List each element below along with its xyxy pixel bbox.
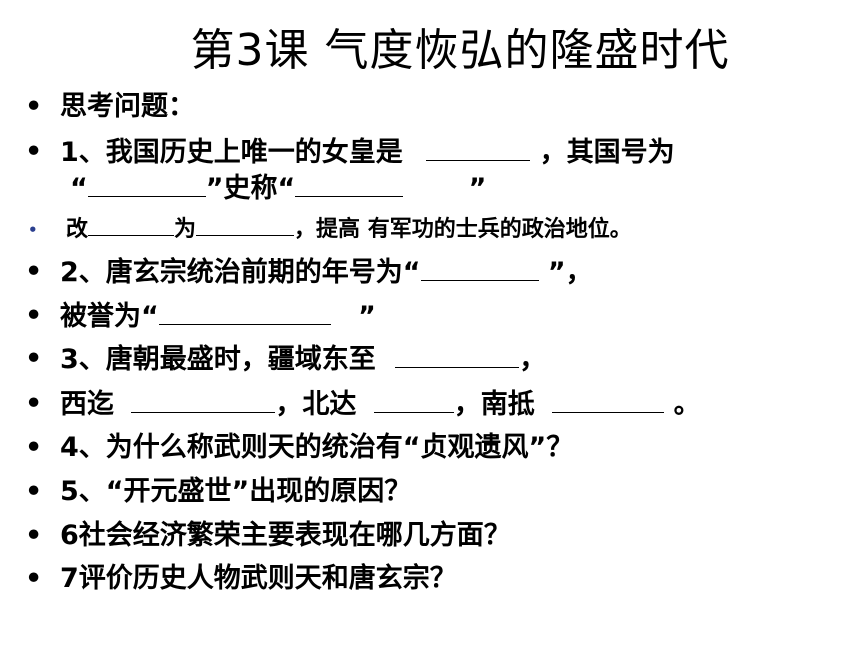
- list-item-text: 改为，提高 有军功的士兵的政治地位。: [66, 215, 632, 242]
- list-item-text: 6社会经济繁荣主要表现在哪几方面？: [60, 520, 511, 551]
- list-item: “”史称“ ”: [0, 168, 860, 208]
- list-item-text: 被誉为“ ”: [60, 296, 376, 337]
- slide-title: 第3课 气度恢弘的隆盛时代: [190, 25, 730, 76]
- bullet-icon: •: [25, 136, 43, 167]
- bullet-icon: •: [25, 388, 43, 419]
- list-item-text: 3、唐朝最盛时，疆域东至 ，: [60, 339, 546, 380]
- bullet-icon: •: [25, 520, 43, 551]
- list-item: • 7评价历史人物武则天和唐玄宗？: [0, 559, 860, 599]
- blank-line: [373, 384, 454, 413]
- bullet-icon: •: [25, 563, 43, 594]
- list-item-text: 西迄 ，北达 ，南抵 。: [60, 384, 701, 425]
- blank-line: [87, 168, 206, 197]
- blank-line: [158, 296, 331, 325]
- list-item: • 4、为什么称武则天的统治有“贞观遗风”？: [0, 428, 860, 468]
- bullet-icon: •: [25, 300, 43, 331]
- blank-line: [395, 339, 520, 368]
- list-item-text: “”史称“ ”: [70, 168, 486, 209]
- list-item-text: 2、唐玄宗统治前期的年号为“ ”，: [60, 252, 593, 293]
- bullet-icon: •: [25, 476, 43, 507]
- list-item-text: 5、“开元盛世”出现的原因？: [60, 476, 412, 507]
- list-item: • 西迄 ，北达 ，南抵 。: [0, 384, 860, 424]
- list-item: • 思考问题：: [0, 87, 860, 127]
- blank-line: [552, 384, 665, 413]
- list-item: • 被誉为“ ”: [0, 296, 860, 336]
- bullet-icon: •: [25, 432, 43, 463]
- list-item-text: 7评价历史人物武则天和唐玄宗？: [60, 563, 457, 594]
- list-item-text: 1、我国历史上唯一的女皇是 ，其国号为: [60, 132, 675, 173]
- list-item-text: 4、为什么称武则天的统治有“贞观遗风”？: [60, 432, 574, 463]
- list-item: • 6社会经济繁荣主要表现在哪几方面？: [0, 516, 860, 556]
- list-item: • 5、“开元盛世”出现的原因？: [0, 472, 860, 512]
- list-item-text: 思考问题：: [60, 91, 195, 122]
- bullet-icon: •: [25, 91, 43, 122]
- bullet-icon: •: [25, 256, 43, 287]
- blank-line: [88, 215, 175, 236]
- list-item: • 改为，提高 有军功的士兵的政治地位。: [0, 210, 860, 250]
- blank-line: [196, 215, 295, 236]
- blank-line: [426, 132, 531, 161]
- bullet-icon: •: [25, 343, 43, 374]
- list-item: • 1、我国历史上唯一的女皇是 ，其国号为: [0, 132, 860, 172]
- bullet-icon: •: [28, 221, 38, 239]
- list-item: • 3、唐朝最盛时，疆域东至 ，: [0, 339, 860, 379]
- blank-line: [131, 384, 276, 413]
- blank-line: [295, 168, 404, 197]
- list-item: • 2、唐玄宗统治前期的年号为“ ”，: [0, 252, 860, 292]
- blank-line: [420, 252, 539, 281]
